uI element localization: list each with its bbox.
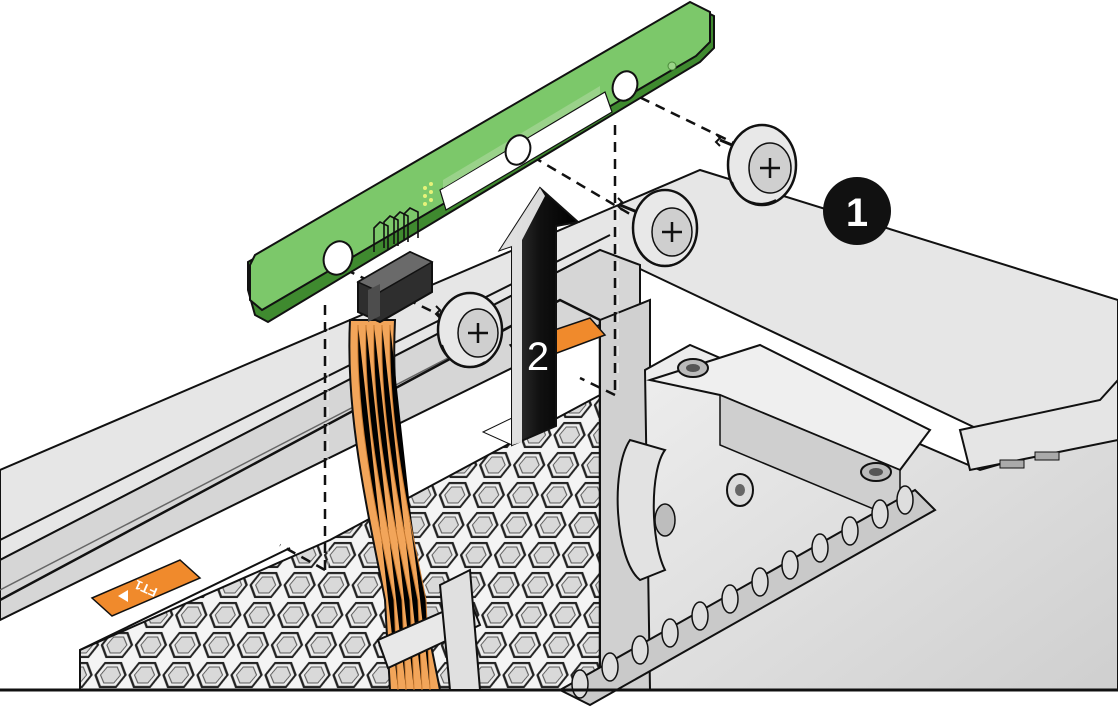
chassis [0,168,1118,707]
lift-up-arrow: 2 [481,186,581,447]
circuit-board [247,0,715,324]
arrow-left-icon [118,590,128,602]
hinge [557,485,937,707]
screw-1 [434,291,504,369]
callout-1-label: 1 [846,191,868,235]
ribbon-cable [348,319,482,691]
callout-1-badge: 1 [823,177,891,245]
screw-2 [616,188,699,268]
screw-3 [714,123,798,207]
ft1-label: FT1 [90,559,202,617]
callout-2-label: 2 [527,335,549,379]
